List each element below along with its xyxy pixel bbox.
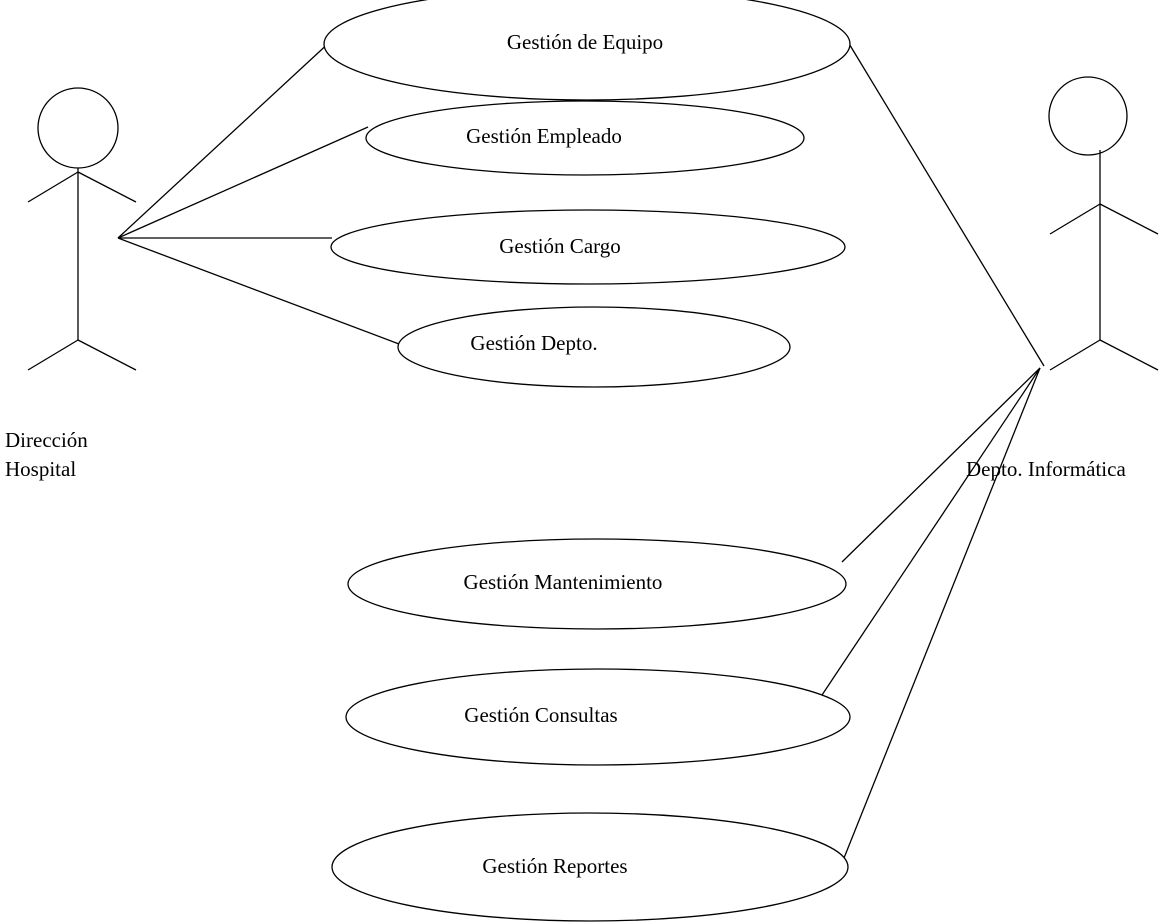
assoc-direccion-empleado xyxy=(117,126,369,239)
usecase-gestion-depto-label: Gestión Depto. xyxy=(470,331,597,355)
usecase-gestion-empleado xyxy=(365,100,805,176)
usecase-gestion-reportes-label: Gestión Reportes xyxy=(482,854,627,878)
assoc-direccion-equipo xyxy=(117,39,333,239)
usecase-gestion-equipo-label: Gestión de Equipo xyxy=(507,30,663,54)
usecase-gestion-cargo xyxy=(330,209,846,285)
usecase-gestion-reportes xyxy=(331,812,849,922)
actor-informatica-arm-left xyxy=(1049,203,1101,235)
assoc-informatica-consultas xyxy=(819,367,1041,699)
actor-direccion-leg-right xyxy=(77,339,137,371)
usecase-gestion-mantenimiento-label: Gestión Mantenimiento xyxy=(464,570,663,594)
assoc-informatica-equipo xyxy=(847,41,1045,367)
actor-direccion-arm-right xyxy=(77,171,137,203)
actor-informatica-label: Depto. Informática xyxy=(966,457,1126,481)
actor-informatica-arm-right xyxy=(1099,203,1159,235)
actor-direccion-label-line2: Hospital xyxy=(5,457,76,481)
actor-direccion-hospital xyxy=(27,87,137,371)
usecase-gestion-mantenimiento xyxy=(347,538,847,630)
usecase-gestion-equipo xyxy=(323,0,851,101)
actor-direccion-leg-left xyxy=(27,339,79,371)
actor-depto-informatica xyxy=(1048,76,1159,371)
usecase-gestion-cargo-label: Gestión Cargo xyxy=(499,234,621,258)
usecase-gestion-empleado-label: Gestión Empleado xyxy=(466,124,622,148)
assoc-direccion-depto xyxy=(117,237,400,345)
actor-direccion-arm-left xyxy=(27,171,79,203)
assoc-informatica-mantenimiento xyxy=(841,367,1041,563)
actor-direccion-head xyxy=(37,87,119,169)
actor-informatica-head xyxy=(1048,76,1128,156)
actor-informatica-leg-left xyxy=(1049,339,1101,371)
usecase-gestion-depto xyxy=(397,306,791,388)
assoc-informatica-reportes xyxy=(843,367,1041,859)
actor-informatica-leg-right xyxy=(1099,339,1159,371)
usecase-gestion-consultas xyxy=(345,668,851,766)
usecase-gestion-consultas-label: Gestión Consultas xyxy=(464,703,617,727)
actor-direccion-label-line1: Dirección xyxy=(5,428,88,452)
